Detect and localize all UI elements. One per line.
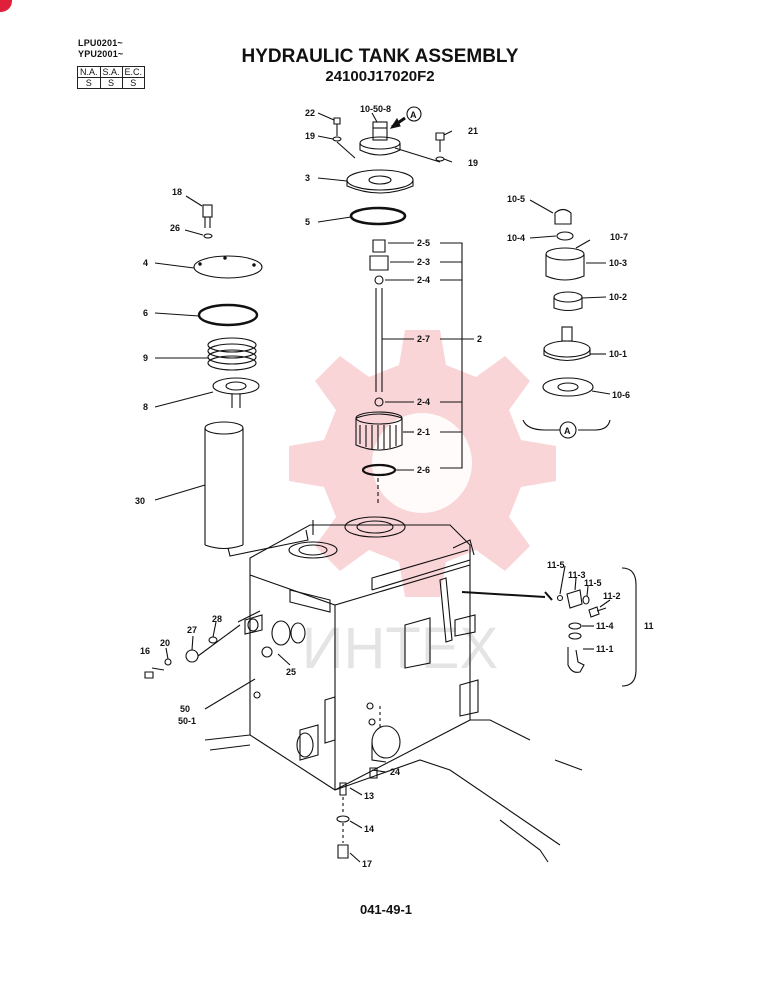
page-title: HYDRAULIC TANK ASSEMBLY bbox=[241, 46, 519, 67]
callout-27: 27 bbox=[187, 625, 197, 635]
callout-9: 9 bbox=[143, 353, 148, 363]
callout-19-right: 19 bbox=[468, 158, 478, 168]
callout-10-3: 10-3 bbox=[609, 258, 627, 268]
callout-10-7: 10-7 bbox=[610, 232, 628, 242]
callout-5: 5 bbox=[305, 217, 310, 227]
callout-25: 25 bbox=[286, 667, 296, 677]
callout-2-1: 2-1 bbox=[417, 427, 430, 437]
callout-11-3: 11-3 bbox=[568, 570, 586, 580]
drawing-lines bbox=[144, 106, 637, 863]
callout-11: 11 bbox=[644, 621, 654, 631]
callout-2: 2 bbox=[477, 334, 482, 344]
callout-6: 6 bbox=[143, 308, 148, 318]
callout-22: 22 bbox=[305, 108, 315, 118]
callout-11-4: 11-4 bbox=[596, 621, 614, 631]
callout-14: 14 bbox=[364, 824, 374, 834]
code-table: N.A. S.A. E.C. S S S bbox=[77, 66, 146, 89]
callout-10-6: 10-6 bbox=[612, 390, 630, 400]
serial-range-1: LPU0201~ bbox=[78, 38, 123, 48]
callout-24: 24 bbox=[390, 767, 400, 777]
callout-2-6: 2-6 bbox=[417, 465, 430, 475]
page-code: 041-49-1 bbox=[359, 902, 413, 917]
callout-2-3: 2-3 bbox=[417, 257, 430, 267]
callout-A-detail: A bbox=[564, 426, 571, 436]
callout-21: 21 bbox=[468, 126, 478, 136]
callout-30: 30 bbox=[135, 496, 145, 506]
callout-11-5-right: 11-5 bbox=[584, 578, 602, 588]
callout-11-1: 11-1 bbox=[596, 644, 614, 654]
callout-10-2: 10-2 bbox=[609, 292, 627, 302]
callout-13: 13 bbox=[364, 791, 374, 801]
code-value: S bbox=[99, 77, 123, 89]
callout-11-5-left: 11-5 bbox=[547, 560, 565, 570]
callout-26: 26 bbox=[170, 223, 180, 233]
callout-19-left: 19 bbox=[305, 131, 315, 141]
callout-2-7: 2-7 bbox=[417, 334, 430, 344]
callout-10-4: 10-4 bbox=[507, 233, 525, 243]
callout-20: 20 bbox=[160, 638, 170, 648]
code-value: S bbox=[121, 77, 146, 89]
callout-2-5: 2-5 bbox=[417, 238, 430, 248]
callout-50-1: 50-1 bbox=[178, 716, 196, 726]
callout-3: 3 bbox=[305, 173, 310, 183]
watermark-text: ИНТЕХ bbox=[302, 616, 498, 681]
callout-4: 4 bbox=[143, 258, 148, 268]
serial-range-2: YPU2001~ bbox=[78, 49, 124, 59]
callout-10-50-8: 10-50-8 bbox=[360, 104, 391, 114]
part-number: 24100J17020F2 bbox=[325, 68, 435, 85]
callout-18: 18 bbox=[172, 187, 182, 197]
callout-10-5: 10-5 bbox=[507, 194, 525, 204]
callout-28: 28 bbox=[212, 614, 222, 624]
callout-11-2: 11-2 bbox=[603, 591, 621, 601]
callout-50: 50 bbox=[180, 704, 190, 714]
callout-16: 16 bbox=[140, 646, 150, 656]
callout-17: 17 bbox=[362, 859, 372, 869]
callout-2-4-top: 2-4 bbox=[417, 275, 430, 285]
callout-8: 8 bbox=[143, 402, 148, 412]
callout-A-top: A bbox=[410, 110, 417, 120]
callout-2-4-bottom: 2-4 bbox=[417, 397, 430, 407]
callout-labels: 22 10-50-8 A 21 19 19 3 18 5 26 2-5 2-3 … bbox=[135, 104, 654, 869]
callout-10-1: 10-1 bbox=[609, 349, 627, 359]
watermark-gear-hole bbox=[372, 413, 472, 513]
